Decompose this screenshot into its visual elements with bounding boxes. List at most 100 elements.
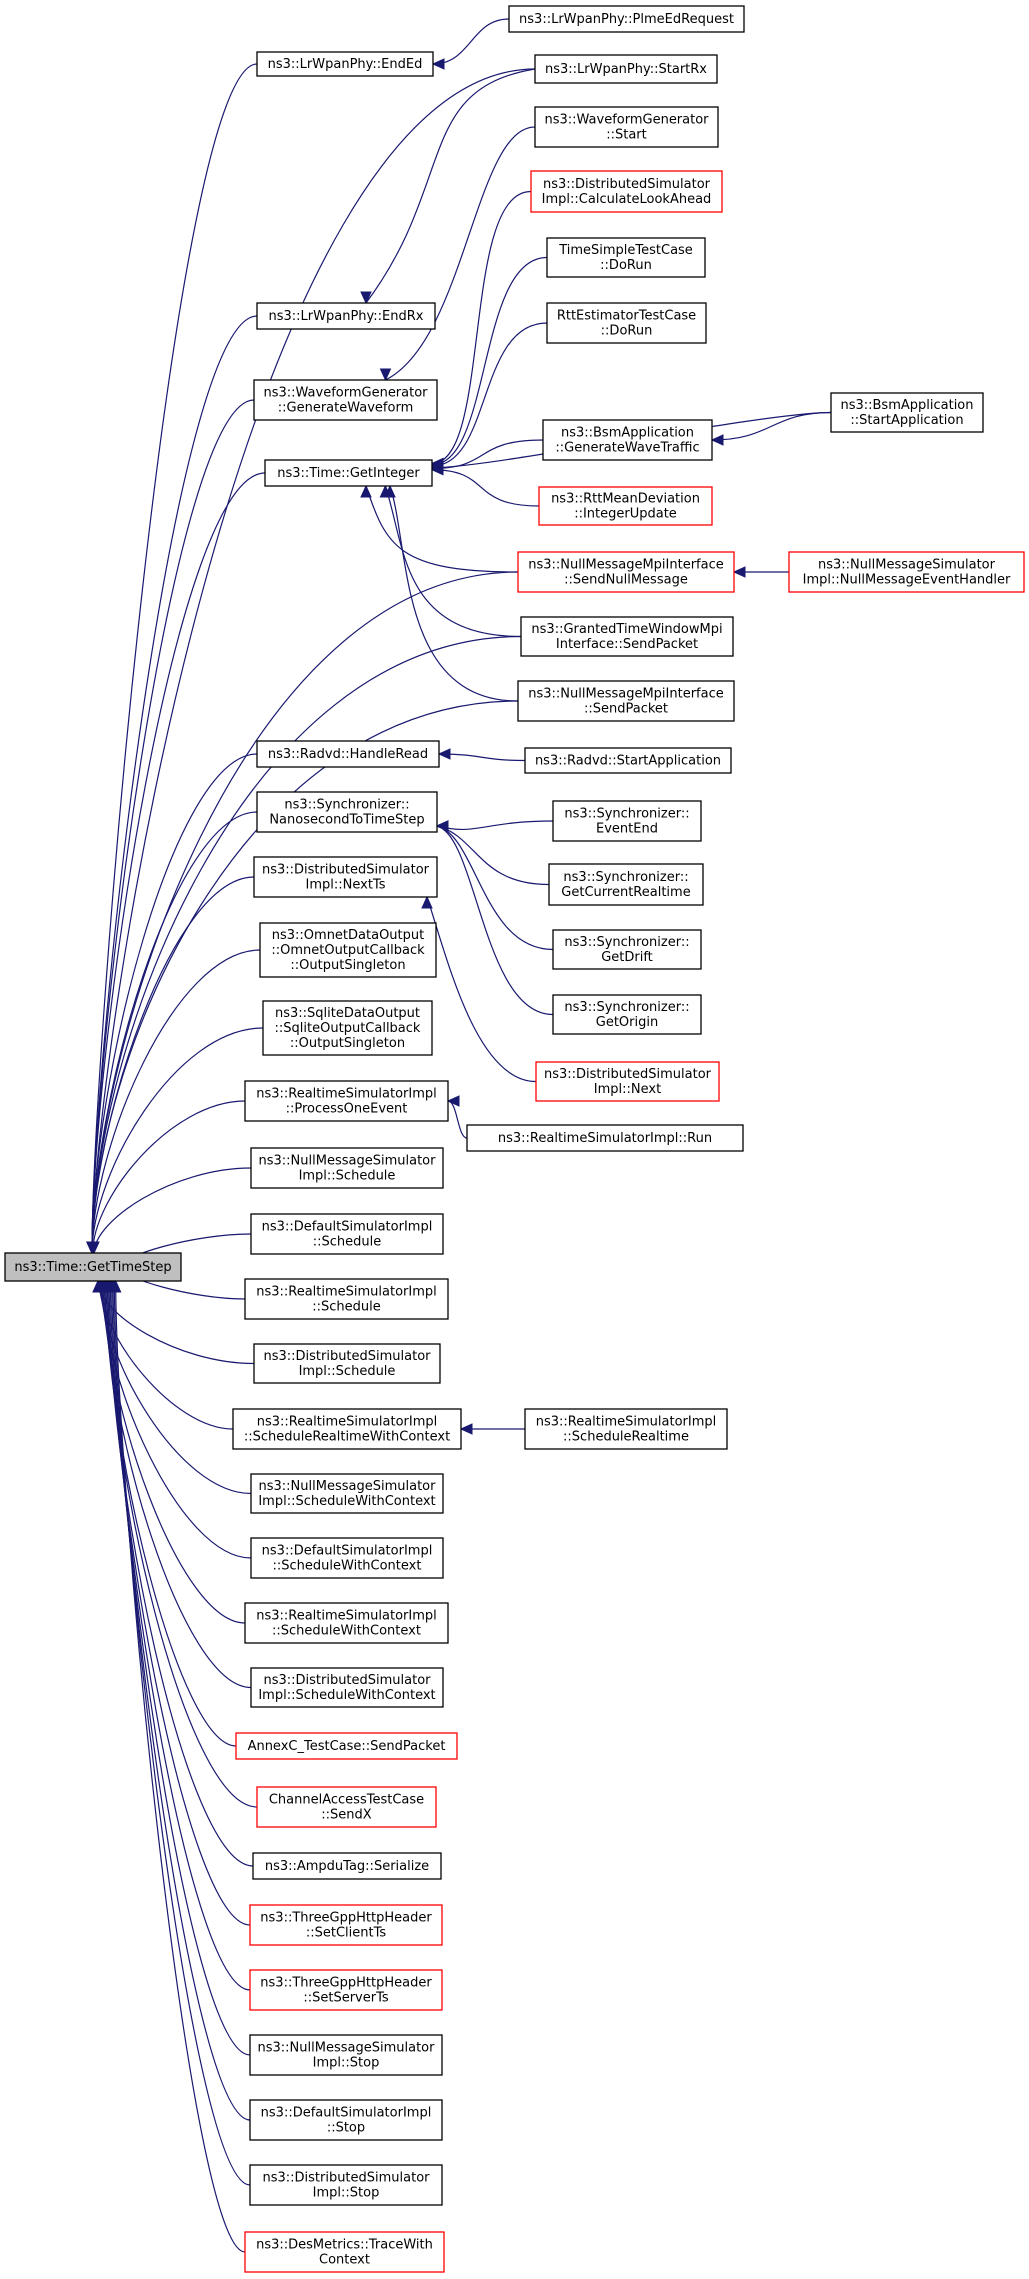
node-label: Impl::ScheduleWithContext: [258, 1494, 435, 1509]
node-endEd[interactable]: ns3::LrWpanPhy::EndEd: [256, 51, 434, 77]
node-rttEst[interactable]: RttEstimatorTestCase::DoRun: [546, 302, 707, 344]
node-radvdRead[interactable]: ns3::Radvd::HandleRead: [256, 740, 440, 768]
arrowhead-icon: [459, 1423, 473, 1435]
node-startRx[interactable]: ns3::LrWpanPhy::StartRx: [534, 54, 718, 84]
edge-rtRun-to-rtProcess: [447, 1100, 468, 1139]
node-label: Impl::Schedule: [299, 1169, 396, 1184]
node-nmMpiSendNull[interactable]: ns3::NullMessageMpiInterface::SendNullMe…: [517, 551, 735, 593]
node-box: [249, 1904, 443, 1946]
node-label: ::Stop: [327, 2121, 365, 2136]
node-nmSimHandler[interactable]: ns3::NullMessageSimulatorImpl::NullMessa…: [788, 551, 1025, 593]
node-label: ns3::BsmApplication: [561, 426, 694, 441]
node-annexC[interactable]: AnnexC_TestCase::SendPacket: [235, 1732, 458, 1760]
node-syncOrigin[interactable]: ns3::Synchronizer::GetOrigin: [552, 994, 702, 1035]
edge-httpClient-to-root: [108, 1280, 251, 1926]
node-defStop[interactable]: ns3::DefaultSimulatorImpl::Stop: [249, 2099, 443, 2141]
node-syncEventEnd[interactable]: ns3::Synchronizer::EventEnd: [552, 800, 702, 842]
node-label: ::ScheduleRealtimeWithContext: [244, 1430, 450, 1445]
node-label: ns3::RttMeanDeviation: [551, 492, 700, 507]
node-chanAccess[interactable]: ChannelAccessTestCase::SendX: [256, 1786, 437, 1828]
node-label: ::SqliteOutputCallback: [275, 1021, 421, 1036]
node-httpClient[interactable]: ns3::ThreeGppHttpHeader::SetClientTs: [249, 1904, 443, 1946]
edge-sqlite-to-root: [91, 1027, 264, 1254]
edge-desMetrics-to-root: [115, 1280, 246, 2253]
node-label: Impl::Stop: [313, 2186, 380, 2201]
node-defSched[interactable]: ns3::DefaultSimulatorImpl::Schedule: [250, 1213, 444, 1255]
node-box: [256, 791, 438, 833]
node-omnet[interactable]: ns3::OmnetDataOutput::OmnetOutputCallbac…: [259, 922, 437, 978]
node-nmSchedCtx[interactable]: ns3::NullMessageSimulatorImpl::ScheduleW…: [250, 1473, 444, 1514]
node-defSchedCtx[interactable]: ns3::DefaultSimulatorImpl::ScheduleWithC…: [250, 1537, 444, 1579]
node-nmMpiSendPkt[interactable]: ns3::NullMessageMpiInterface::SendPacket: [517, 680, 735, 722]
node-label: ::ProcessOneEvent: [286, 1102, 408, 1117]
node-box: [520, 616, 734, 657]
edge-rtProcess-to-root: [92, 1100, 246, 1254]
node-bsmGen[interactable]: ns3::BsmApplication::GenerateWaveTraffic: [542, 419, 713, 461]
node-getInt[interactable]: ns3::Time::GetInteger: [264, 459, 433, 487]
node-box: [524, 1408, 728, 1450]
node-label: ns3::SqliteDataOutput: [275, 1006, 420, 1021]
node-label: Impl::NullMessageEventHandler: [803, 573, 1011, 588]
edge-rtSchedCtx-to-root: [102, 1280, 246, 1624]
edge-endEd-to-root: [91, 63, 258, 1254]
node-wgStart[interactable]: ns3::WaveformGenerator::Start: [534, 106, 719, 148]
node-bsmStart[interactable]: ns3::BsmApplication::StartApplication: [830, 392, 984, 433]
node-gtwMpi[interactable]: ns3::GrantedTimeWindowMpiInterface::Send…: [520, 616, 734, 657]
edge-radvdRead-to-root: [91, 753, 258, 1254]
node-httpServer[interactable]: ns3::ThreeGppHttpHeader::SetServerTs: [249, 1969, 443, 2011]
node-box: [830, 392, 984, 433]
node-rtProcess[interactable]: ns3::RealtimeSimulatorImpl::ProcessOneEv…: [244, 1080, 449, 1122]
edge-syncCur-to-syncNano: [436, 825, 550, 886]
node-rtSchedRtCtx[interactable]: ns3::RealtimeSimulatorImpl::ScheduleReal…: [232, 1408, 462, 1450]
node-rtSchedCtx[interactable]: ns3::RealtimeSimulatorImpl::ScheduleWith…: [244, 1602, 449, 1644]
node-box: [262, 1000, 433, 1056]
node-wgGen[interactable]: ns3::WaveformGenerator::GenerateWaveform: [253, 379, 438, 421]
node-syncCur[interactable]: ns3::Synchronizer::GetCurrentRealtime: [548, 863, 704, 906]
node-label: Context: [319, 2253, 370, 2268]
node-box: [552, 994, 702, 1035]
node-endRx[interactable]: ns3::LrWpanPhy::EndRx: [256, 302, 436, 330]
node-box: [538, 486, 713, 526]
node-box: [249, 2034, 443, 2076]
node-dsCalcLook[interactable]: ns3::DistributedSimulatorImpl::Calculate…: [530, 170, 723, 213]
node-rtRun[interactable]: ns3::RealtimeSimulatorImpl::Run: [466, 1124, 744, 1152]
node-rtSched[interactable]: ns3::RealtimeSimulatorImpl::Schedule: [244, 1278, 449, 1320]
node-ampdu[interactable]: ns3::AmpduTag::Serialize: [252, 1852, 442, 1880]
arrowhead-icon: [360, 484, 372, 498]
node-label: ns3::RealtimeSimulatorImpl: [257, 1415, 438, 1430]
edge-omnet-to-root: [91, 949, 261, 1254]
node-root[interactable]: ns3::Time::GetTimeStep: [4, 1252, 182, 1282]
edge-wgGen-to-root: [91, 399, 255, 1254]
edge-bsmStart-to-bsmGen: [711, 411, 832, 441]
node-label: ns3::RealtimeSimulatorImpl: [256, 1285, 437, 1300]
node-box: [249, 2164, 443, 2206]
node-plmeEdReq[interactable]: ns3::LrWpanPhy::PlmeEdRequest: [508, 5, 745, 33]
node-rtSchedRt[interactable]: ns3::RealtimeSimulatorImpl::ScheduleReal…: [524, 1408, 728, 1450]
node-box: [249, 2099, 443, 2141]
node-timeSimple[interactable]: TimeSimpleTestCase::DoRun: [546, 237, 706, 278]
node-label: ::ScheduleRealtime: [563, 1430, 689, 1445]
node-dsSchedCtx[interactable]: ns3::DistributedSimulatorImpl::ScheduleW…: [250, 1667, 444, 1708]
node-radvdStart[interactable]: ns3::Radvd::StartApplication: [524, 747, 732, 774]
node-label: ns3::DistributedSimulator: [543, 177, 711, 192]
edge-syncOrigin-to-syncNano: [436, 825, 554, 1016]
node-label: RttEstimatorTestCase: [557, 309, 696, 324]
node-syncNano[interactable]: ns3::Synchronizer::NanosecondToTimeStep: [256, 791, 438, 833]
node-rttMean[interactable]: ns3::RttMeanDeviation::IntegerUpdate: [538, 486, 713, 526]
node-label: ::DoRun: [600, 258, 652, 273]
node-label: ns3::DistributedSimulator: [263, 1673, 431, 1688]
node-sqlite[interactable]: ns3::SqliteDataOutput::SqliteOutputCallb…: [262, 1000, 433, 1056]
edge-radvdStart-to-radvdRead: [438, 753, 526, 762]
edge-nmSched-to-root: [93, 1167, 252, 1254]
node-label: ns3::Synchronizer::: [564, 1000, 689, 1015]
node-label: ns3::DefaultSimulatorImpl: [262, 1544, 433, 1559]
node-syncDrift[interactable]: ns3::Synchronizer::GetDrift: [552, 929, 702, 970]
